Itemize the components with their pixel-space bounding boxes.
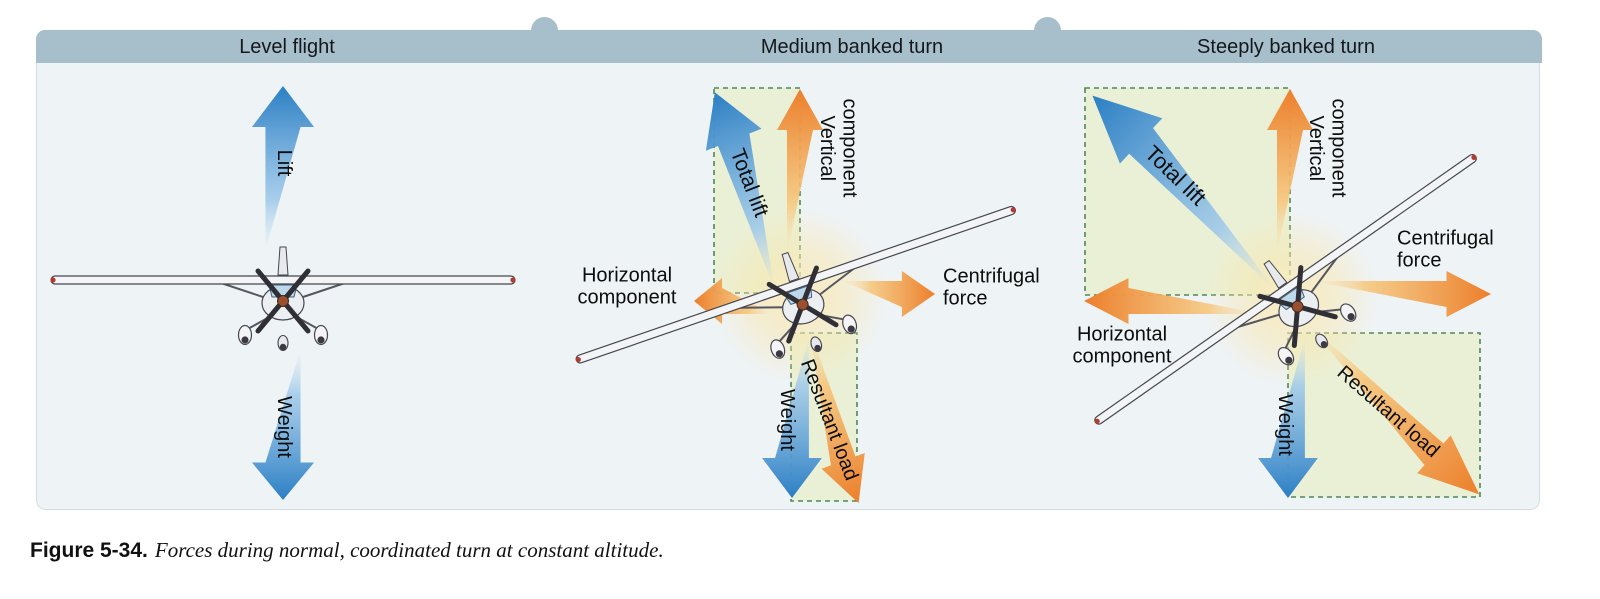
figure-caption-text: Forces during normal, coordinated turn a… [154, 538, 664, 562]
vertical-component-label-medium: Vertical component [816, 98, 861, 198]
lift-label: Lift [273, 149, 296, 177]
panel-title-medium-bank: Medium banked turn [760, 36, 944, 58]
panel-title-level-flight: Level flight [239, 36, 335, 58]
header-tab-bump [1034, 17, 1061, 44]
panel-title-steep-bank: Steeply banked turn [1197, 36, 1375, 58]
horizontal-component-label-steep: Horizontal component [1072, 323, 1172, 368]
airplane-front-view-level [50, 247, 515, 351]
horizontal-component-label-medium: Horizontal component [577, 264, 677, 309]
weight-label-steep: Weight [1274, 394, 1297, 456]
header-tab-bump [531, 17, 558, 44]
header-bar [36, 30, 1542, 63]
weight-label-level: Weight [273, 396, 296, 458]
centrifugal-force-label-steep: Centrifugal force [1397, 227, 1494, 272]
figure-caption: Figure 5-34. Forces during normal, coordi… [30, 538, 664, 563]
vertical-component-label-steep: Vertical component [1305, 98, 1350, 198]
figure-caption-label: Figure 5-34. [30, 539, 148, 562]
weight-label-medium: Weight [776, 389, 799, 451]
centrifugal-force-label-medium: Centrifugal force [943, 265, 1040, 310]
